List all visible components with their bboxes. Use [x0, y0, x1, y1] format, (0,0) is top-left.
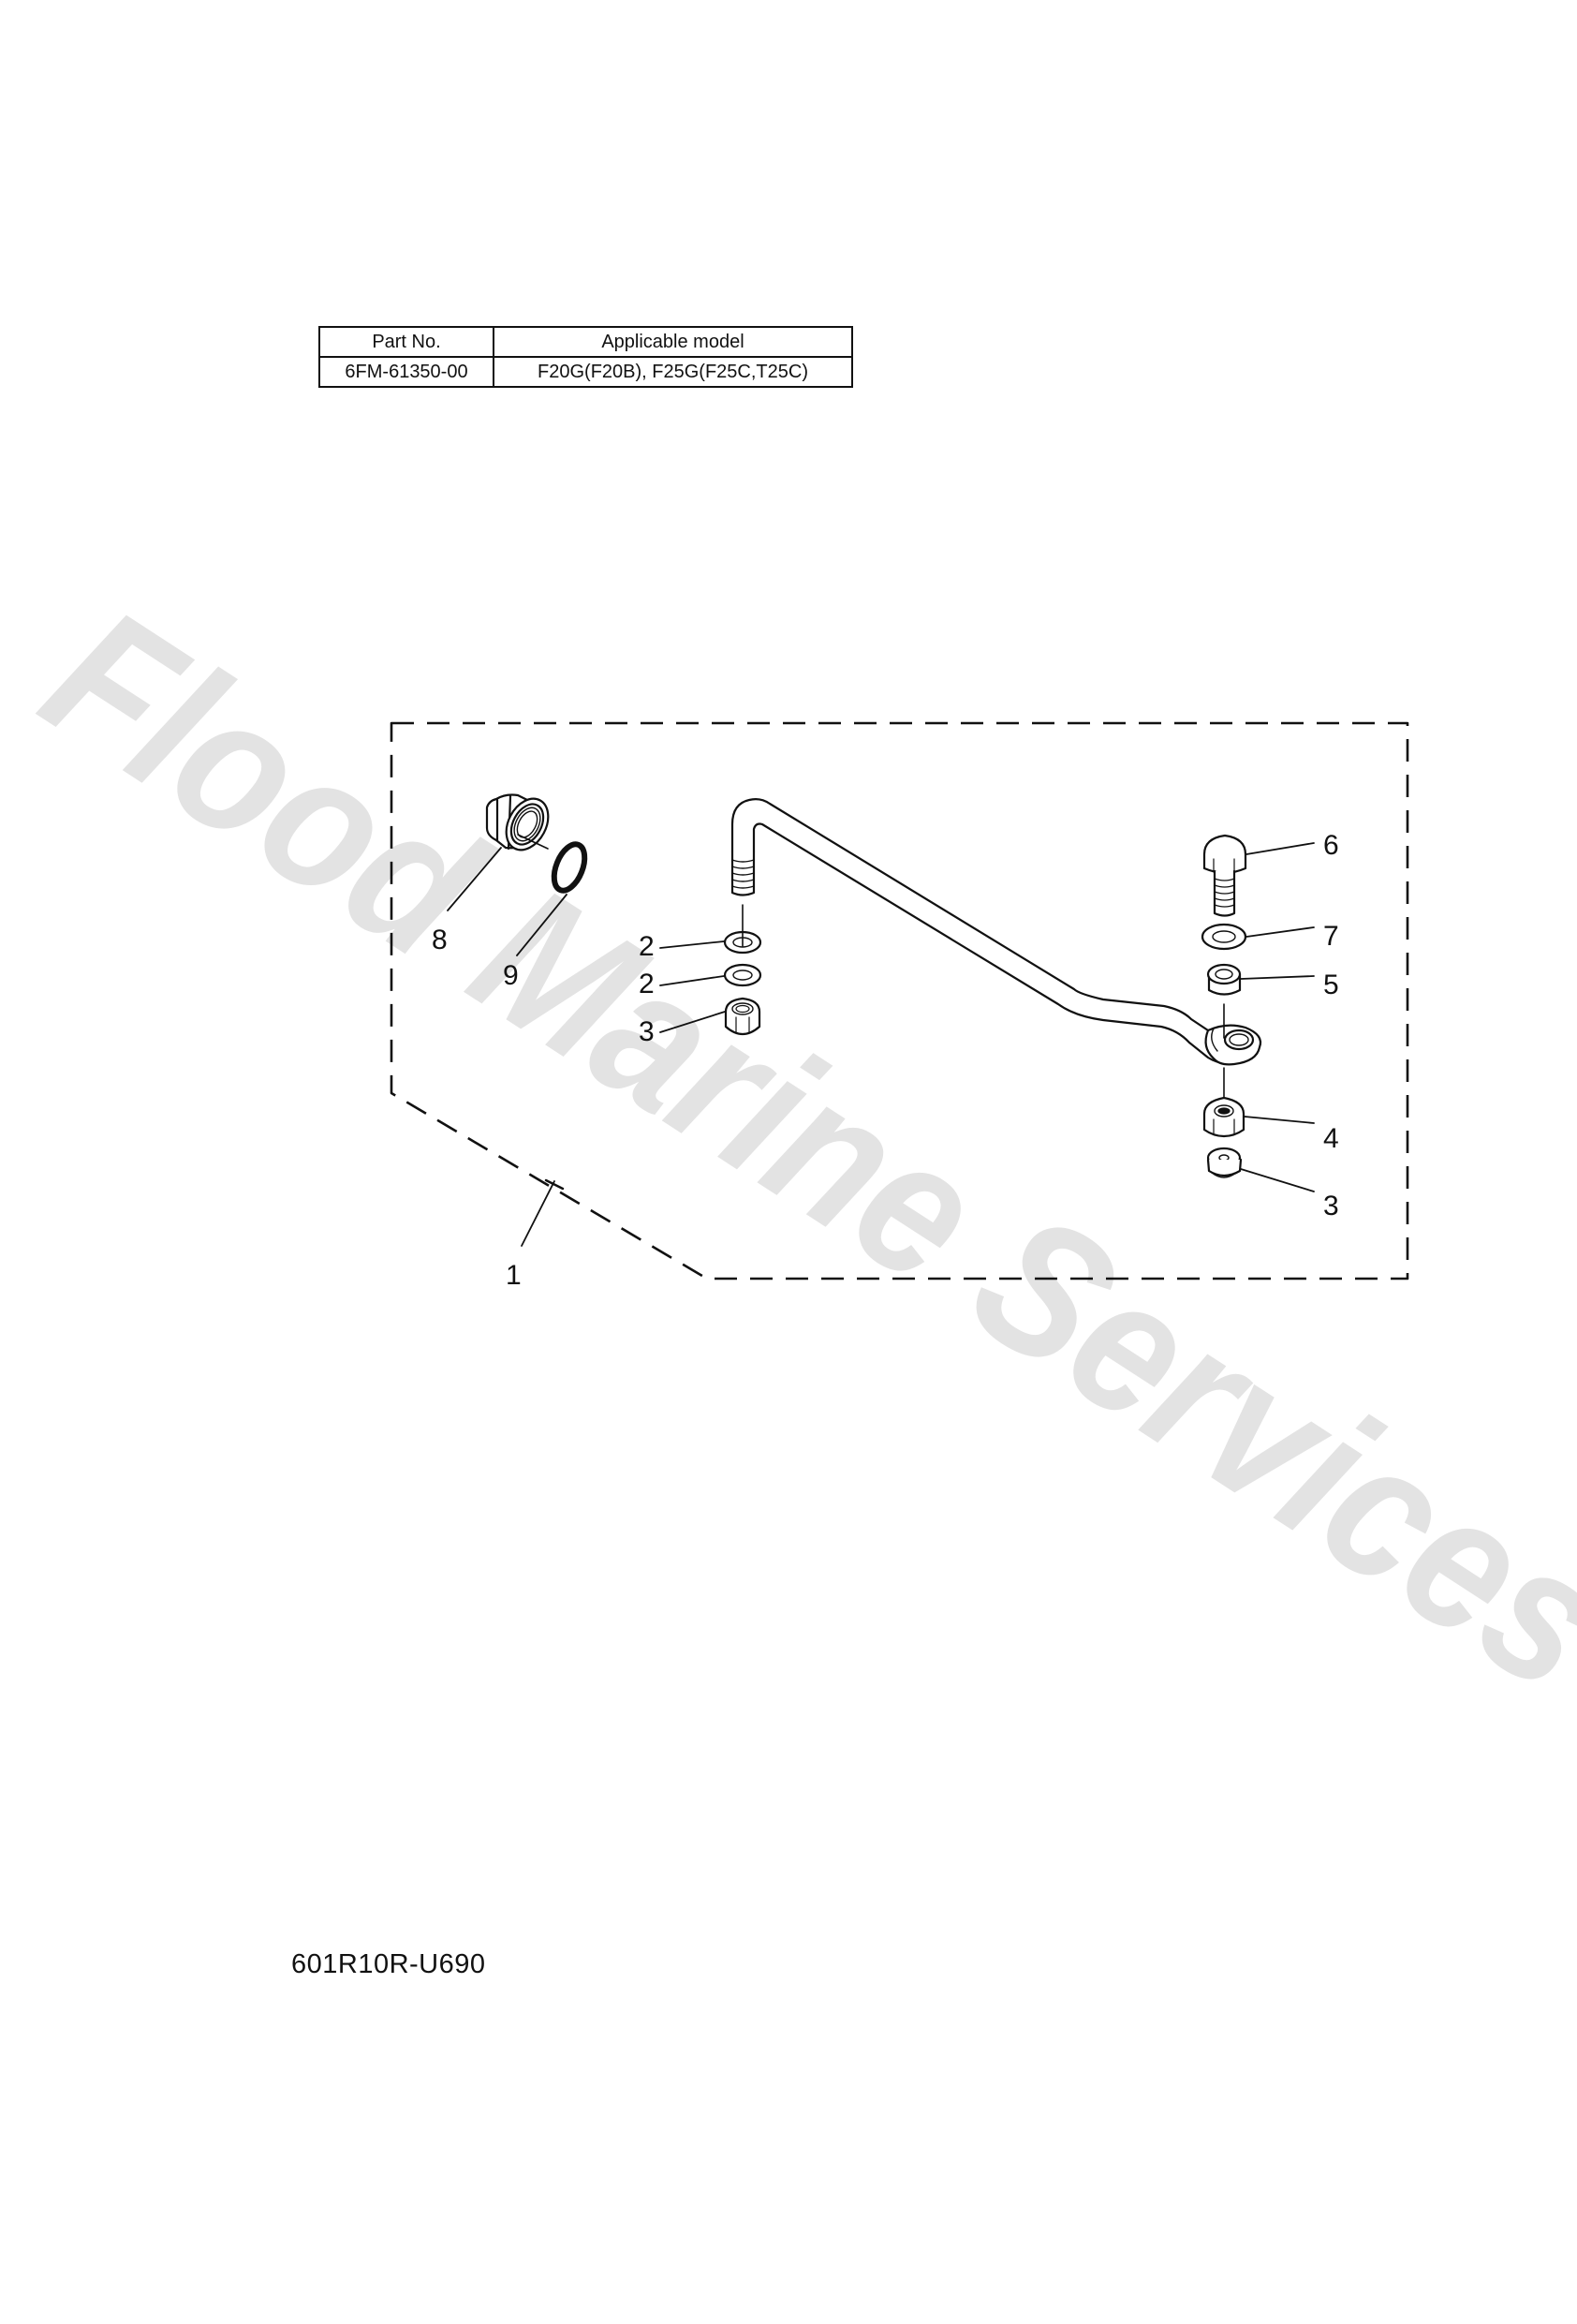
cell-part-no: 6FM-61350-00: [318, 356, 494, 388]
o-ring-part-9: [551, 841, 588, 894]
assembly-boundary: [390, 721, 1409, 1280]
callout-3-left: 3: [639, 1016, 655, 1047]
table-header-row: Part No. Applicable model: [318, 326, 853, 358]
callout-3-right: 3: [1323, 1191, 1339, 1221]
leader-lines: [447, 842, 1315, 1247]
callout-9: 9: [503, 960, 519, 991]
callout-2-lower: 2: [639, 969, 655, 999]
steering-link-rod: [730, 798, 1262, 1066]
callout-1: 1: [506, 1260, 522, 1291]
callout-8: 8: [432, 925, 448, 955]
left-hardware-stack: [723, 904, 762, 1036]
cap-nut-part-8: [485, 793, 550, 851]
right-hardware-stack: [1201, 834, 1247, 1178]
callout-5: 5: [1323, 970, 1339, 1000]
column-header-part-no: Part No.: [318, 326, 494, 358]
callout-7: 7: [1323, 921, 1339, 952]
cell-applicable-model: F20G(F20B), F25G(F25C,T25C): [493, 356, 853, 388]
callout-6: 6: [1323, 830, 1339, 861]
callout-2-upper: 2: [639, 931, 655, 962]
callout-labels: 8 9 2 2 3 6 7 5 4 3 1: [432, 830, 1339, 1291]
callout-4: 4: [1323, 1123, 1339, 1154]
applicability-table: Part No. Applicable model 6FM-61350-00 F…: [318, 326, 853, 388]
drawing-code: 601R10R-U690: [291, 1949, 486, 1979]
column-header-applicable-model: Applicable model: [493, 326, 853, 358]
table-row: 6FM-61350-00 F20G(F20B), F25G(F25C,T25C): [318, 356, 853, 388]
